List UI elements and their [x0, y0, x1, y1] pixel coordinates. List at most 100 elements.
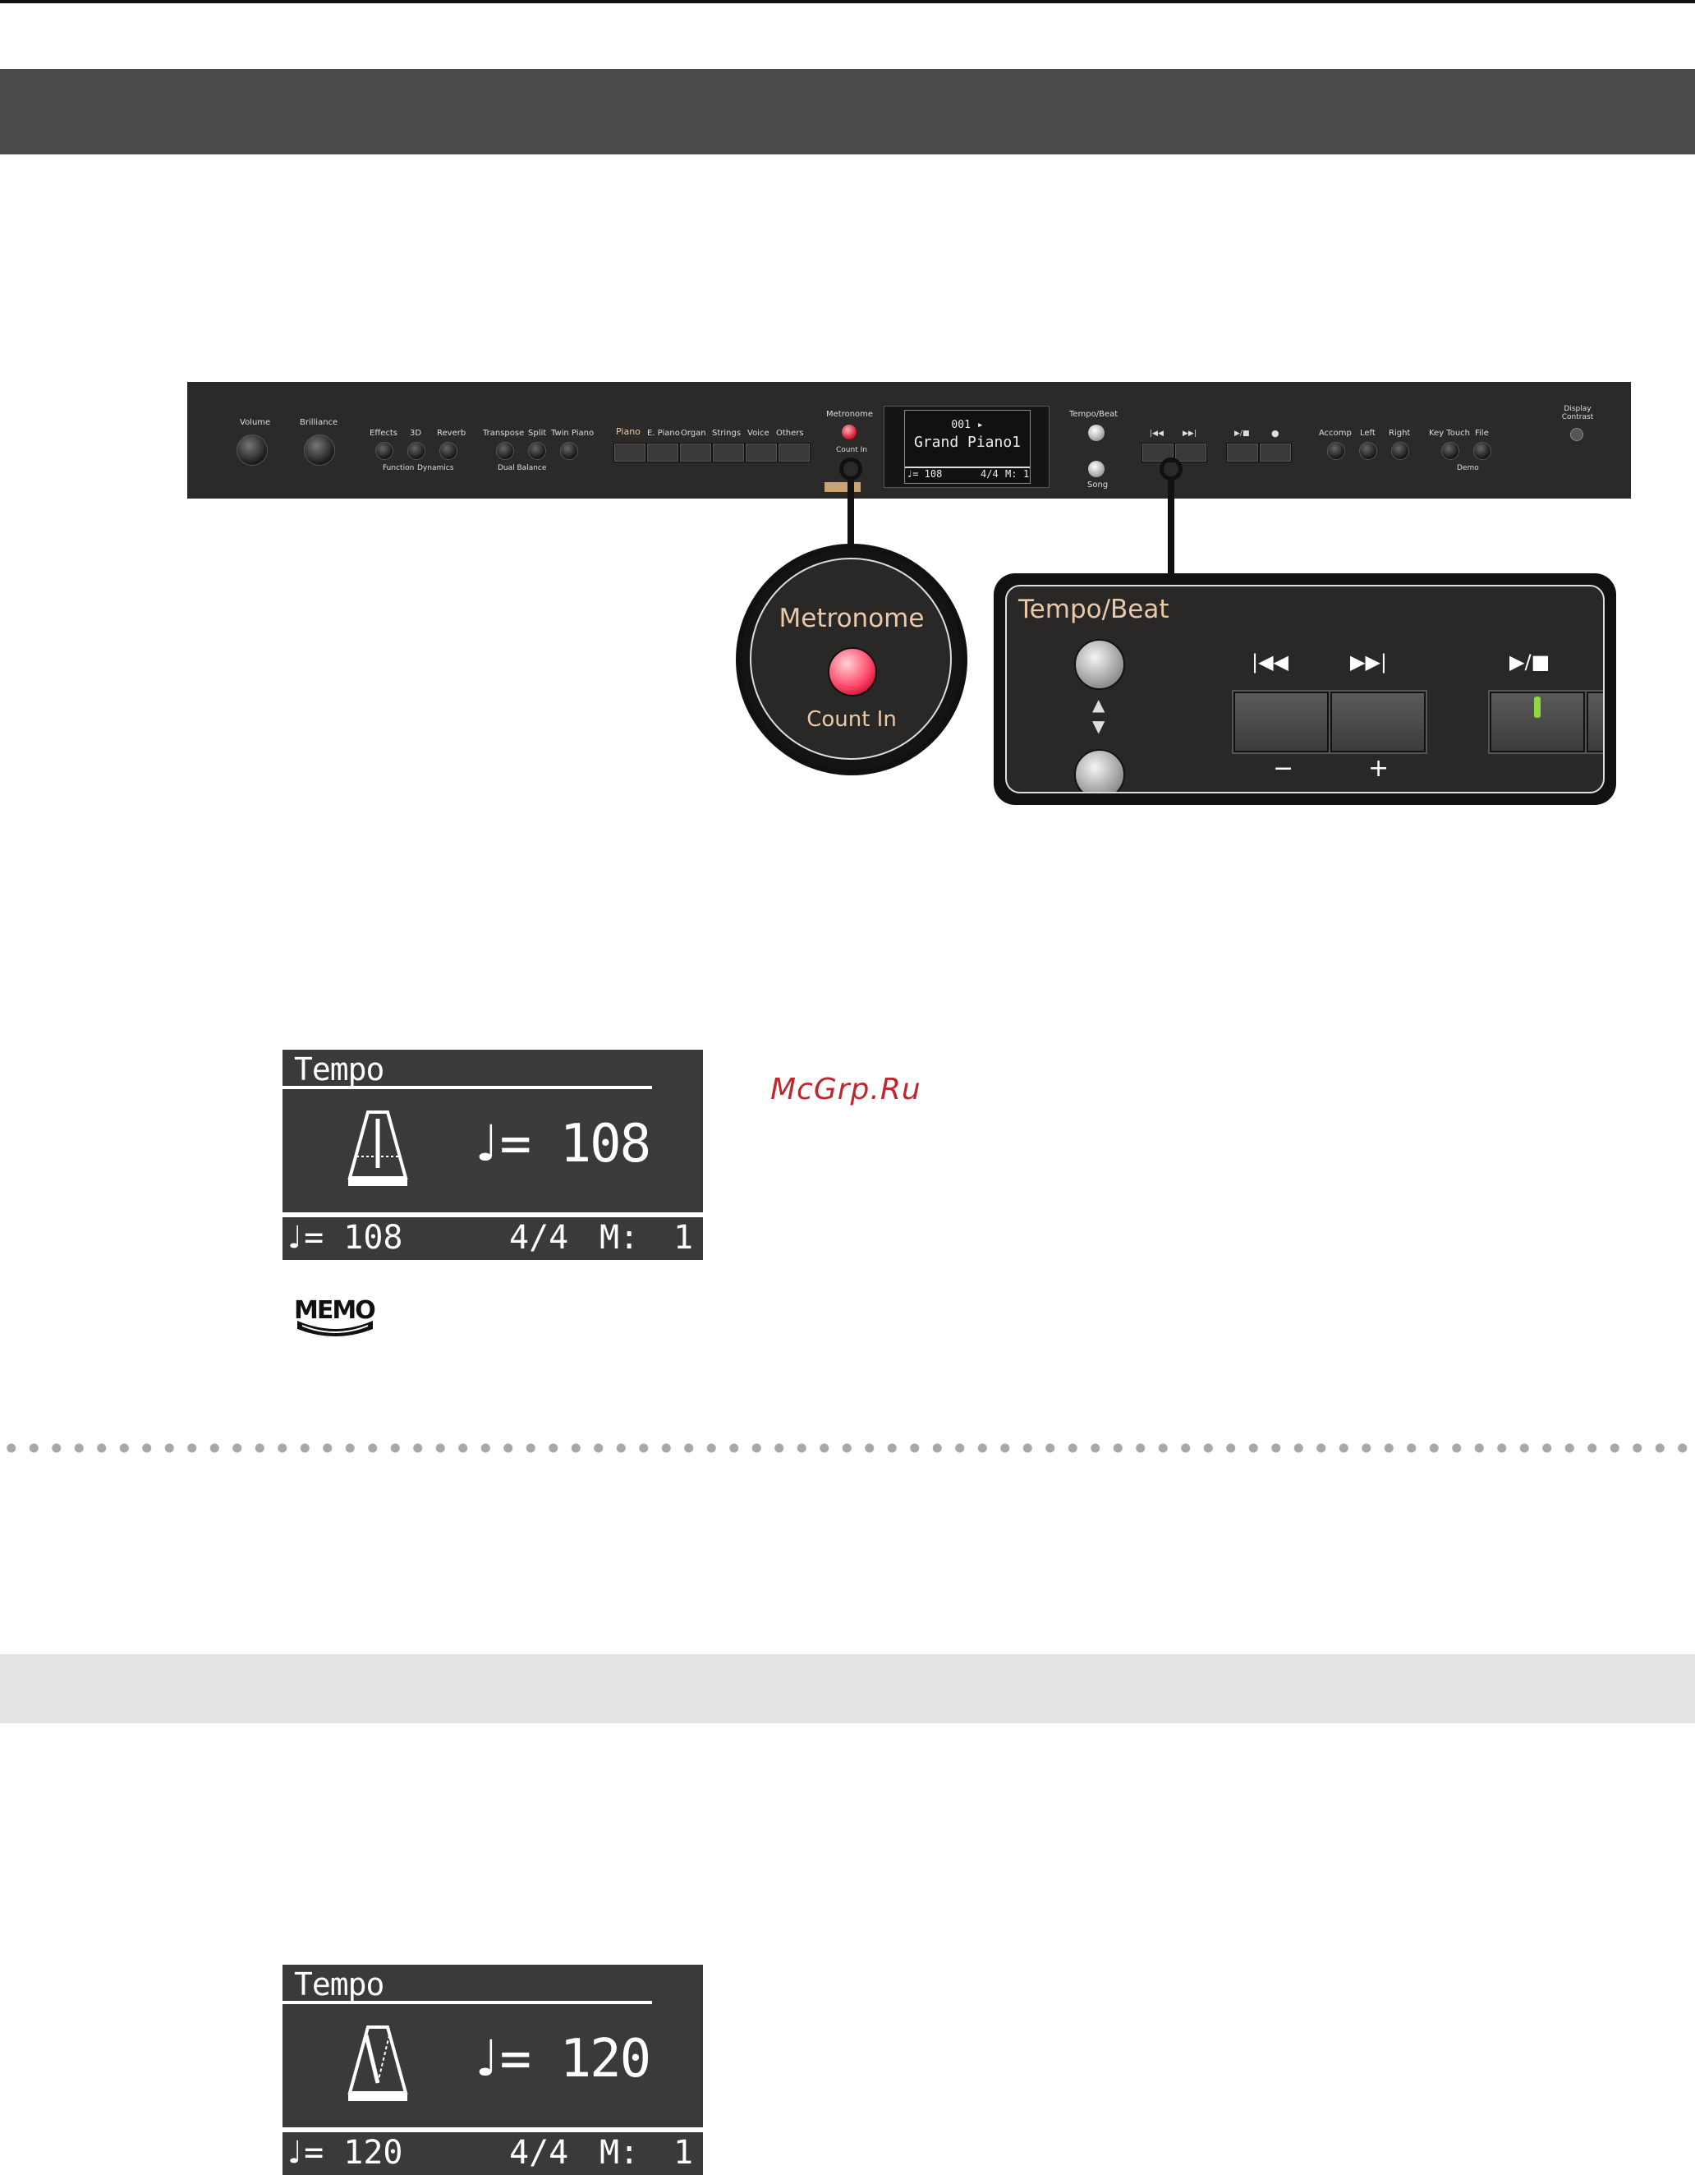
- right-label: Right: [1389, 429, 1411, 438]
- tempo-screen-title: Tempo: [294, 1051, 384, 1087]
- tone-button-organ[interactable]: [679, 443, 712, 462]
- right-button[interactable]: [1391, 442, 1409, 460]
- voice-label: Voice: [747, 429, 769, 438]
- twin-piano-label: Twin Piano: [551, 429, 595, 438]
- title-underline: [282, 2001, 652, 2004]
- file-button[interactable]: [1473, 442, 1491, 460]
- watermark: McGrp.Ru: [770, 1073, 921, 1106]
- dynamics-label: Dynamics: [417, 464, 454, 472]
- 3d-button[interactable]: [407, 442, 425, 460]
- record-icon: ●: [1271, 428, 1279, 439]
- metronome-callout: Metronome Count In: [739, 547, 964, 772]
- fast-forward-button[interactable]: [1174, 443, 1207, 462]
- plus-sign: +: [1368, 754, 1390, 783]
- status-measure-label: M:: [599, 2134, 640, 2172]
- tempo-up-button[interactable]: [1088, 425, 1105, 441]
- tempo-up-large-button[interactable]: [1074, 639, 1125, 690]
- others-label: Others: [776, 429, 804, 438]
- play-stop-icon: ▶/■: [1234, 430, 1250, 438]
- tone-button-voice[interactable]: [745, 443, 778, 462]
- rewind-button[interactable]: [1141, 443, 1174, 462]
- play-stop-large-button[interactable]: [1490, 692, 1585, 752]
- split-label: Split: [528, 429, 547, 438]
- brilliance-knob[interactable]: [304, 435, 335, 466]
- key-touch-button[interactable]: [1441, 442, 1459, 460]
- play-led-icon: [1534, 697, 1541, 718]
- dual-balance-label: Dual Balance: [498, 464, 547, 472]
- tempo-down-large-button[interactable]: [1074, 749, 1125, 792]
- effects-button[interactable]: [375, 442, 393, 460]
- reverb-label: Reverb: [437, 429, 466, 438]
- accomp-button[interactable]: [1327, 442, 1345, 460]
- count-in-label: Count In: [836, 446, 867, 454]
- panel-display-m: M:: [1005, 468, 1017, 480]
- record-button[interactable]: [1259, 443, 1292, 462]
- left-label: Left: [1360, 429, 1376, 438]
- memo-icon: MEMO: [292, 1296, 378, 1337]
- title-underline: [282, 1086, 652, 1089]
- left-button[interactable]: [1359, 442, 1377, 460]
- up-arrow-icon: ▲: [1092, 695, 1105, 715]
- function-label: Function: [383, 464, 415, 472]
- top-rule: [0, 0, 1695, 3]
- split-button[interactable]: [528, 442, 546, 460]
- status-bar: ♩= 120 4/4 M: 1: [282, 2132, 703, 2175]
- tempo-beat-panel-label: Tempo/Beat: [1069, 410, 1119, 419]
- accomp-label: Accomp: [1319, 429, 1352, 438]
- demo-label: Demo: [1457, 464, 1479, 472]
- tempo-pointer-line: [1168, 478, 1174, 577]
- e-piano-label: E. Piano: [647, 429, 680, 438]
- metronome-swinging-icon: [347, 2025, 408, 2101]
- status-measure-label: M:: [599, 1219, 640, 1257]
- minus-sign: −: [1273, 754, 1294, 783]
- tone-button-others[interactable]: [778, 443, 811, 462]
- dotted-separator: [0, 1442, 1695, 1454]
- 3d-label: 3D: [410, 429, 422, 438]
- file-label: File: [1475, 429, 1489, 438]
- metronome-led-button[interactable]: [842, 425, 857, 439]
- tempo-pointer-ring: [1160, 457, 1183, 480]
- panel-display-screen: 001 ▸ Grand Piano1 ♩= 108 4/4 M: 1: [904, 410, 1031, 484]
- display-contrast-label: Display Contrast: [1561, 405, 1594, 421]
- metronome-callout-inner: Metronome Count In: [750, 558, 952, 760]
- status-tempo: ♩= 120: [284, 2134, 403, 2172]
- down-arrow-icon: ▼: [1092, 716, 1105, 736]
- metronome-pointer-ring: [839, 457, 862, 480]
- play-stop-button[interactable]: [1226, 443, 1259, 462]
- status-measure: 1: [673, 2134, 694, 2172]
- transpose-button[interactable]: [496, 442, 514, 460]
- rewind-large-icon: |◀◀: [1252, 651, 1288, 674]
- section-header-banner: [0, 69, 1695, 154]
- status-beat: 4/4: [509, 2134, 569, 2172]
- panel-display-line1: 001 ▸: [951, 419, 984, 431]
- display-contrast-button[interactable]: [1570, 428, 1583, 441]
- tempo-value: ♩= 120: [470, 2029, 651, 2090]
- status-divider: [282, 1212, 703, 1217]
- rewind-icon: |◀◀: [1150, 430, 1164, 438]
- reverb-button[interactable]: [439, 442, 457, 460]
- record-large-button[interactable]: [1587, 692, 1603, 752]
- rewind-large-button[interactable]: [1233, 692, 1329, 752]
- transpose-label: Transpose: [483, 429, 525, 438]
- panel-display-tempo: ♩= 108: [907, 468, 943, 480]
- tempo-screen-120: Tempo ♩= 120 ♩= 120 4/4 M: 1: [282, 1965, 703, 2175]
- forward-large-button[interactable]: [1330, 692, 1426, 752]
- twin-piano-button[interactable]: [560, 442, 578, 460]
- volume-label: Volume: [240, 418, 271, 427]
- brilliance-label: Brilliance: [300, 418, 338, 427]
- metronome-pointer-line: [848, 478, 854, 554]
- volume-knob[interactable]: [237, 435, 268, 466]
- panel-display-beat: 4/4: [981, 468, 999, 480]
- tone-button-strings[interactable]: [712, 443, 745, 462]
- tempo-down-button[interactable]: [1088, 461, 1105, 477]
- strings-label: Strings: [712, 429, 742, 438]
- metronome-button[interactable]: [828, 647, 877, 697]
- metronome-icon: [347, 1110, 408, 1186]
- status-divider: [282, 2127, 703, 2132]
- panel-badge: [825, 482, 861, 492]
- piano-label: Piano: [616, 426, 641, 437]
- tone-button-e-piano[interactable]: [646, 443, 679, 462]
- status-bar: ♩= 108 4/4 M: 1: [282, 1217, 703, 1260]
- tempo-beat-callout-label: Tempo/Beat: [1018, 595, 1169, 624]
- tone-button-piano[interactable]: [613, 443, 646, 462]
